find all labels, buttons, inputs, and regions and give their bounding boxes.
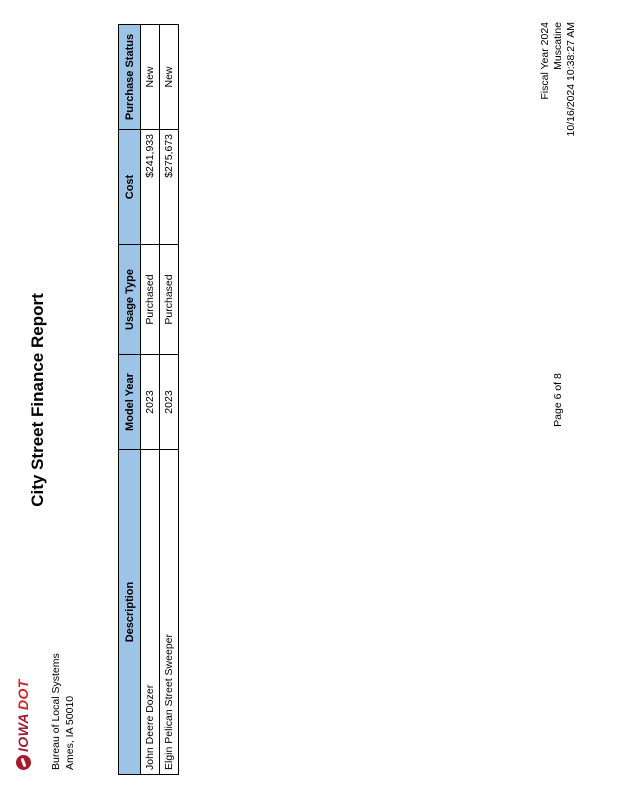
cell-cost: $275,673 [159, 129, 179, 245]
table-header-row: Description Model Year Usage Type Cost P… [118, 24, 141, 775]
cell-description: John Deere Dozer [140, 449, 160, 775]
address-line: Ames, IA 50010 [64, 695, 76, 770]
report-title: City Street Finance Report [28, 293, 47, 507]
col-header-cost: Cost [118, 129, 141, 245]
col-header-usage-type: Usage Type [118, 244, 141, 355]
city-line: Muscatine [552, 22, 564, 70]
table-row: John Deere Dozer 2023 Purchased $241,933… [140, 24, 160, 775]
cell-usage-type: Purchased [159, 244, 179, 355]
cell-usage-type: Purchased [140, 244, 160, 355]
cell-purchase-status: New [140, 24, 160, 130]
cell-purchase-status: New [159, 24, 179, 130]
cell-description: Elgin Pelican Street Sweeper [159, 449, 179, 775]
footer-info-block: Fiscal Year 2024 Muscatine 10/16/2024 10… [539, 22, 578, 136]
col-header-description: Description [118, 449, 141, 775]
col-header-purchase-status: Purchase Status [118, 24, 141, 130]
finance-table: Description Model Year Usage Type Cost P… [118, 24, 179, 775]
col-header-model-year: Model Year [118, 354, 141, 450]
table-row: Elgin Pelican Street Sweeper 2023 Purcha… [159, 24, 179, 775]
datetime-line: 10/16/2024 10:38:27 AM [565, 22, 577, 137]
fiscal-year-line: Fiscal Year 2024 [539, 22, 551, 100]
cell-model-year: 2023 [159, 354, 179, 450]
bureau-line: Bureau of Local Systems [50, 653, 62, 770]
cell-cost: $241,933 [140, 129, 160, 245]
cell-model-year: 2023 [140, 354, 160, 450]
